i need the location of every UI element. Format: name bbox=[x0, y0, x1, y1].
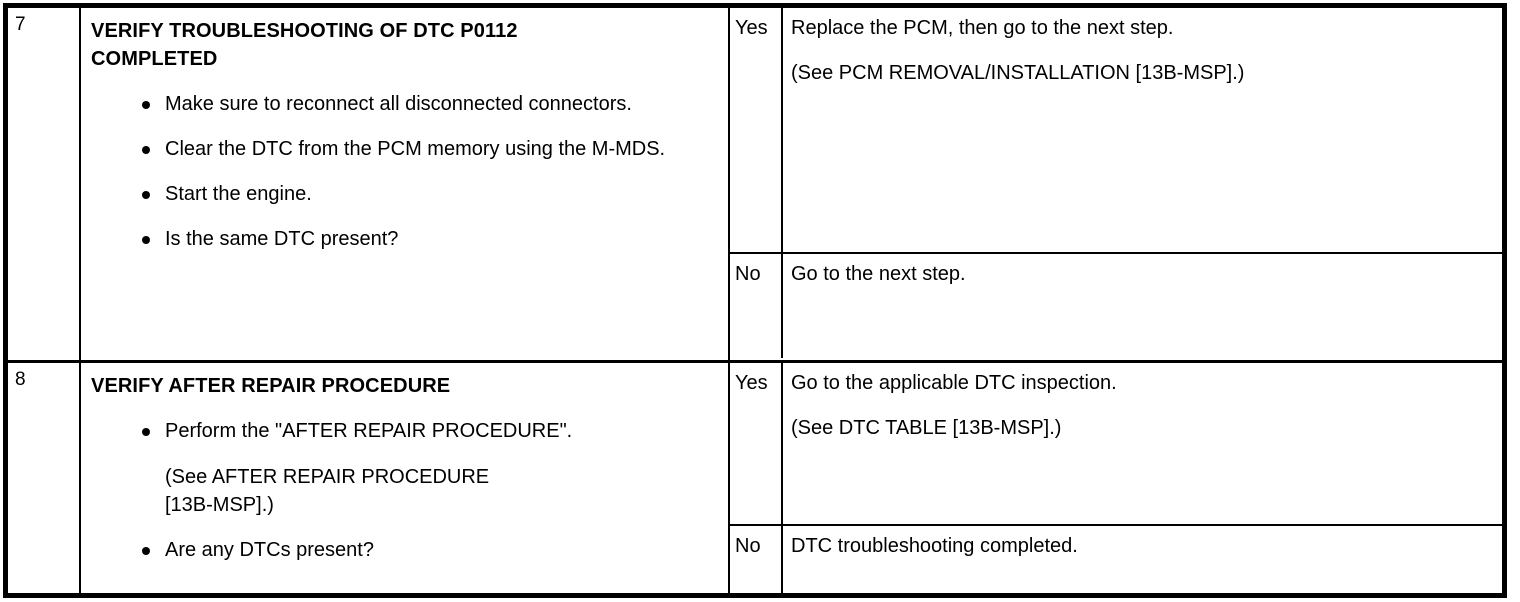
list-item: Start the engine. bbox=[91, 180, 718, 208]
answer-action-line-2: (See PCM REMOVAL/INSTALLATION [13B-MSP].… bbox=[791, 62, 1245, 84]
bullet-dot-icon bbox=[142, 428, 150, 436]
answer-action-line-1: Go to the applicable DTC inspection. bbox=[791, 372, 1117, 394]
answer-action-no: DTC troubleshooting completed. bbox=[783, 526, 1502, 593]
answer-action-line-1: Replace the PCM, then go to the next ste… bbox=[791, 17, 1174, 39]
answer-action-yes: Go to the applicable DTC inspection. (Se… bbox=[783, 363, 1502, 524]
list-item: Make sure to reconnect all disconnected … bbox=[91, 90, 718, 118]
bullet-dot-icon bbox=[142, 547, 150, 555]
bullet-dot-icon bbox=[142, 191, 150, 199]
step-title: VERIFY AFTER REPAIR PROCEDURE bbox=[91, 375, 451, 397]
list-item: Is the same DTC present? bbox=[91, 225, 718, 253]
table-row: 7 VERIFY TROUBLESHOOTING OF DTC P0112 CO… bbox=[8, 8, 1502, 360]
list-item-label: Are any DTCs present? bbox=[165, 539, 374, 561]
step-number-cell: 8 bbox=[8, 363, 81, 593]
answer-row-yes: Yes Replace the PCM, then go to the next… bbox=[730, 8, 1502, 254]
list-item: Perform the "AFTER REPAIR PROCEDURE". bbox=[91, 417, 718, 445]
step-bullet-list-continued: Are any DTCs present? bbox=[91, 536, 718, 564]
step-answers-cell: Yes Replace the PCM, then go to the next… bbox=[730, 8, 1502, 360]
list-item-label: Clear the DTC from the PCM memory using … bbox=[165, 138, 666, 160]
bullet-dot-icon bbox=[142, 146, 150, 154]
step-number: 8 bbox=[15, 369, 26, 390]
bullet-dot-icon bbox=[142, 101, 150, 109]
answer-label-yes: Yes bbox=[730, 363, 783, 524]
answer-label-yes: Yes bbox=[730, 8, 783, 252]
list-item: Clear the DTC from the PCM memory using … bbox=[91, 135, 718, 163]
step-bullet-list: Make sure to reconnect all disconnected … bbox=[91, 90, 718, 253]
step-bullet-list: Perform the "AFTER REPAIR PROCEDURE". bbox=[91, 417, 718, 445]
answer-action-yes: Replace the PCM, then go to the next ste… bbox=[783, 8, 1502, 252]
dtc-troubleshooting-table: 7 VERIFY TROUBLESHOOTING OF DTC P0112 CO… bbox=[3, 3, 1507, 598]
answer-row-yes: Yes Go to the applicable DTC inspection.… bbox=[730, 363, 1502, 526]
answer-row-no: No Go to the next step. bbox=[730, 254, 1502, 358]
list-item-label: Make sure to reconnect all disconnected … bbox=[165, 93, 632, 115]
answer-label-no: No bbox=[730, 254, 783, 358]
step-number-cell: 7 bbox=[8, 8, 81, 360]
step-description-cell: VERIFY AFTER REPAIR PROCEDURE Perform th… bbox=[81, 363, 730, 593]
step-reference-note: (See AFTER REPAIR PROCEDURE [13B-MSP].) bbox=[165, 466, 490, 516]
list-item: Are any DTCs present? bbox=[91, 536, 718, 564]
list-item-label: Perform the "AFTER REPAIR PROCEDURE". bbox=[165, 420, 573, 442]
answer-row-no: No DTC troubleshooting completed. bbox=[730, 526, 1502, 593]
answer-action-line-1: Go to the next step. bbox=[791, 263, 966, 285]
step-title: VERIFY TROUBLESHOOTING OF DTC P0112 COMP… bbox=[91, 20, 518, 70]
table-row: 8 VERIFY AFTER REPAIR PROCEDURE Perform … bbox=[8, 360, 1502, 593]
step-number: 7 bbox=[15, 14, 26, 35]
list-item-label: Is the same DTC present? bbox=[165, 228, 399, 250]
step-description-cell: VERIFY TROUBLESHOOTING OF DTC P0112 COMP… bbox=[81, 8, 730, 360]
list-item-label: Start the engine. bbox=[165, 183, 312, 205]
bullet-dot-icon bbox=[142, 236, 150, 244]
answer-action-line-1: DTC troubleshooting completed. bbox=[791, 535, 1078, 557]
answer-action-no: Go to the next step. bbox=[783, 254, 1502, 358]
answer-action-line-2: (See DTC TABLE [13B-MSP].) bbox=[791, 417, 1062, 439]
step-answers-cell: Yes Go to the applicable DTC inspection.… bbox=[730, 363, 1502, 593]
answer-label-no: No bbox=[730, 526, 783, 593]
